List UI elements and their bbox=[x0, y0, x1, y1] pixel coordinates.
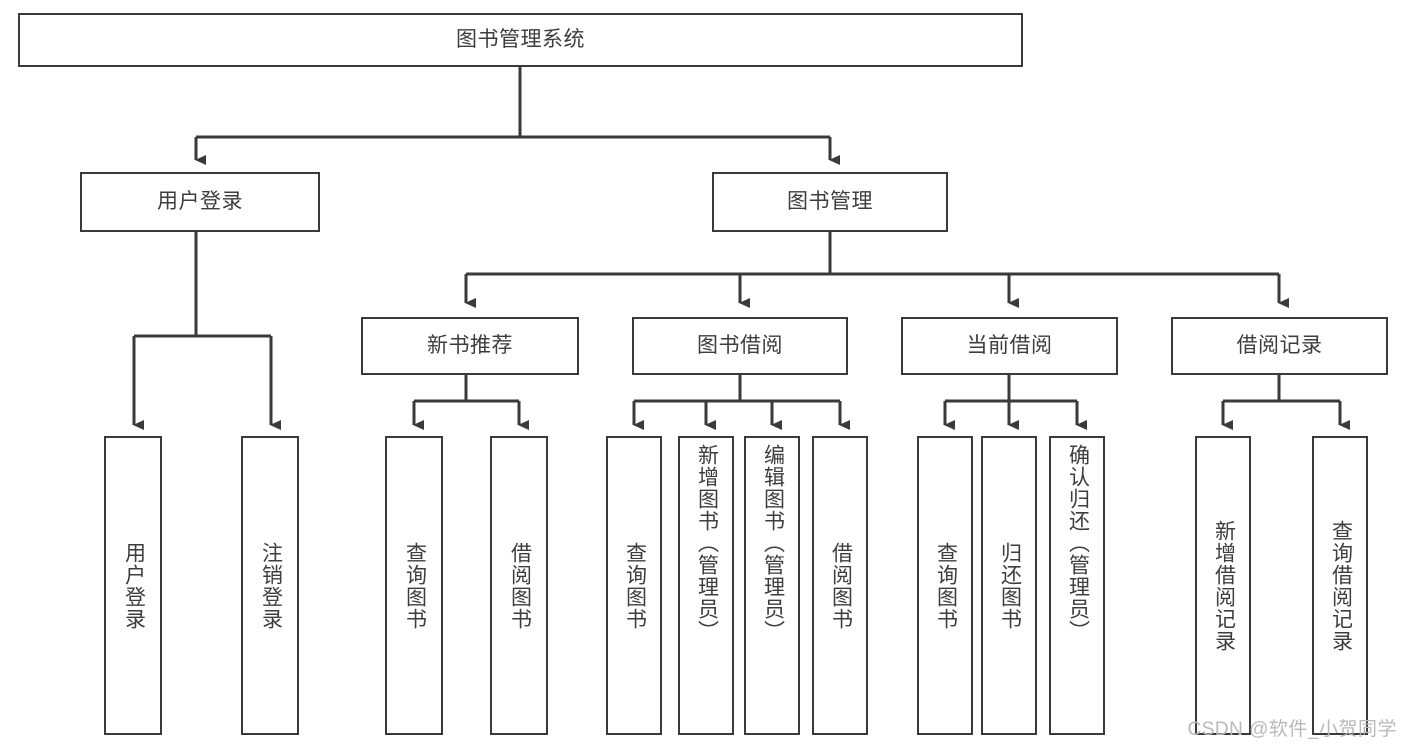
node-label: 新书推荐 bbox=[427, 334, 513, 358]
node-label: 用户登录 bbox=[122, 541, 146, 630]
node-label: 查询图书 bbox=[934, 541, 958, 630]
node-label: 确认归还（管理员） bbox=[1066, 444, 1090, 642]
node-label: 当前借阅 bbox=[966, 334, 1053, 358]
node-label: 归还图书 bbox=[998, 541, 1022, 630]
leaf-confirm-return-admin[interactable]: 确认归还（管理员） bbox=[1049, 436, 1105, 735]
leaf-logout[interactable]: 注销登录 bbox=[241, 436, 299, 735]
node-root-system[interactable]: 图书管理系统 bbox=[18, 13, 1023, 67]
node-label: 借阅记录 bbox=[1236, 334, 1323, 358]
node-label: 借阅图书 bbox=[829, 541, 853, 630]
leaf-query-book-borrow[interactable]: 查询图书 bbox=[606, 436, 662, 735]
node-book-management[interactable]: 图书管理 bbox=[712, 172, 948, 232]
leaf-borrow-book-recommend[interactable]: 借阅图书 bbox=[490, 436, 548, 735]
node-book-borrow[interactable]: 图书借阅 bbox=[632, 317, 848, 375]
node-label: 新增借阅记录 bbox=[1212, 519, 1236, 652]
leaf-query-book-current[interactable]: 查询图书 bbox=[917, 436, 973, 735]
leaf-add-book-admin[interactable]: 新增图书（管理员） bbox=[678, 436, 734, 735]
leaf-return-book[interactable]: 归还图书 bbox=[981, 436, 1037, 735]
node-label: 查询借阅记录 bbox=[1329, 519, 1353, 652]
leaf-query-borrow-record[interactable]: 查询借阅记录 bbox=[1312, 436, 1368, 735]
leaf-user-login[interactable]: 用户登录 bbox=[104, 436, 162, 735]
leaf-add-borrow-record[interactable]: 新增借阅记录 bbox=[1195, 436, 1251, 735]
node-label: 图书借阅 bbox=[697, 334, 783, 358]
node-label: 图书管理 bbox=[787, 190, 873, 214]
node-user-login[interactable]: 用户登录 bbox=[80, 172, 320, 232]
leaf-query-book-recommend[interactable]: 查询图书 bbox=[385, 436, 443, 735]
node-label: 查询图书 bbox=[403, 541, 427, 630]
node-label: 编辑图书（管理员） bbox=[761, 444, 785, 642]
watermark-text: CSDN @软件_小贺同学 bbox=[1187, 719, 1397, 740]
node-new-book-recommend[interactable]: 新书推荐 bbox=[361, 317, 579, 375]
node-label: 用户登录 bbox=[157, 190, 243, 214]
node-label: 查询图书 bbox=[623, 541, 647, 630]
node-label: 图书管理系统 bbox=[456, 28, 585, 52]
leaf-edit-book-admin[interactable]: 编辑图书（管理员） bbox=[744, 436, 800, 735]
leaf-borrow-book[interactable]: 借阅图书 bbox=[812, 436, 868, 735]
node-label: 注销登录 bbox=[259, 541, 283, 630]
node-label: 新增图书（管理员） bbox=[695, 444, 719, 642]
node-current-borrow[interactable]: 当前借阅 bbox=[901, 317, 1118, 375]
node-borrow-record[interactable]: 借阅记录 bbox=[1171, 317, 1388, 375]
node-label: 借阅图书 bbox=[508, 541, 532, 630]
